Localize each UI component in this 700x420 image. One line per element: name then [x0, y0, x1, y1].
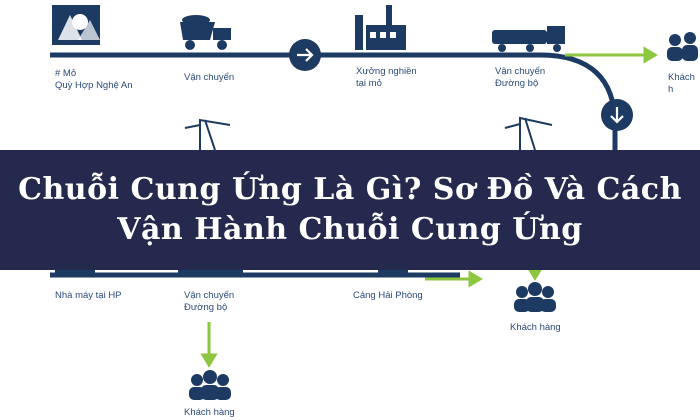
crane-icon — [184, 116, 553, 151]
node-label-customer-bottom: Khách hàng — [184, 407, 235, 418]
arrow-down-icon — [601, 99, 633, 131]
connector-arrowhead-mid — [527, 268, 543, 281]
node-label-mine: # Mỏ Quỳ Hợp Nghệ An — [55, 68, 133, 91]
crane-icon — [378, 270, 408, 276]
tanker-truck-icon — [178, 269, 243, 275]
factory-icon — [55, 270, 95, 277]
node-label-port: Cảng Hải Phòng — [353, 290, 423, 301]
connector-arrowhead-top — [643, 46, 658, 64]
customers-icon — [189, 370, 231, 400]
tanker-truck-icon — [492, 26, 565, 52]
arrow-right-icon — [289, 39, 321, 71]
customers-icon — [667, 32, 698, 61]
customers-icon — [514, 282, 556, 312]
factory-icon — [355, 5, 406, 50]
node-label-customer-mid: Khách hàng — [510, 322, 561, 333]
node-label-road-transport-2: Vận chuyển Đường bộ — [184, 290, 235, 313]
node-label-factory-hp: Nhà máy tại HP — [55, 290, 122, 301]
page-title: Chuỗi Cung Ứng Là Gì? Sơ Đồ Và Cách Vận … — [18, 172, 682, 247]
node-label-mine-factory: Xưởng nghiền tại mỏ — [356, 66, 417, 89]
node-label-road-transport-1: Vận chuyển Đường bộ — [495, 66, 546, 89]
title-banner: Chuỗi Cung Ứng Là Gì? Sơ Đồ Và Cách Vận … — [0, 150, 700, 270]
connector-arrowhead-port — [468, 270, 483, 288]
mine-icon — [52, 5, 100, 45]
dump-truck-icon — [180, 15, 231, 50]
node-label-transport-1: Vận chuyển — [184, 72, 235, 83]
green-connectors — [200, 46, 658, 368]
node-label-customer-top: Khách h — [668, 72, 695, 95]
connector-arrowhead-down — [200, 353, 218, 368]
